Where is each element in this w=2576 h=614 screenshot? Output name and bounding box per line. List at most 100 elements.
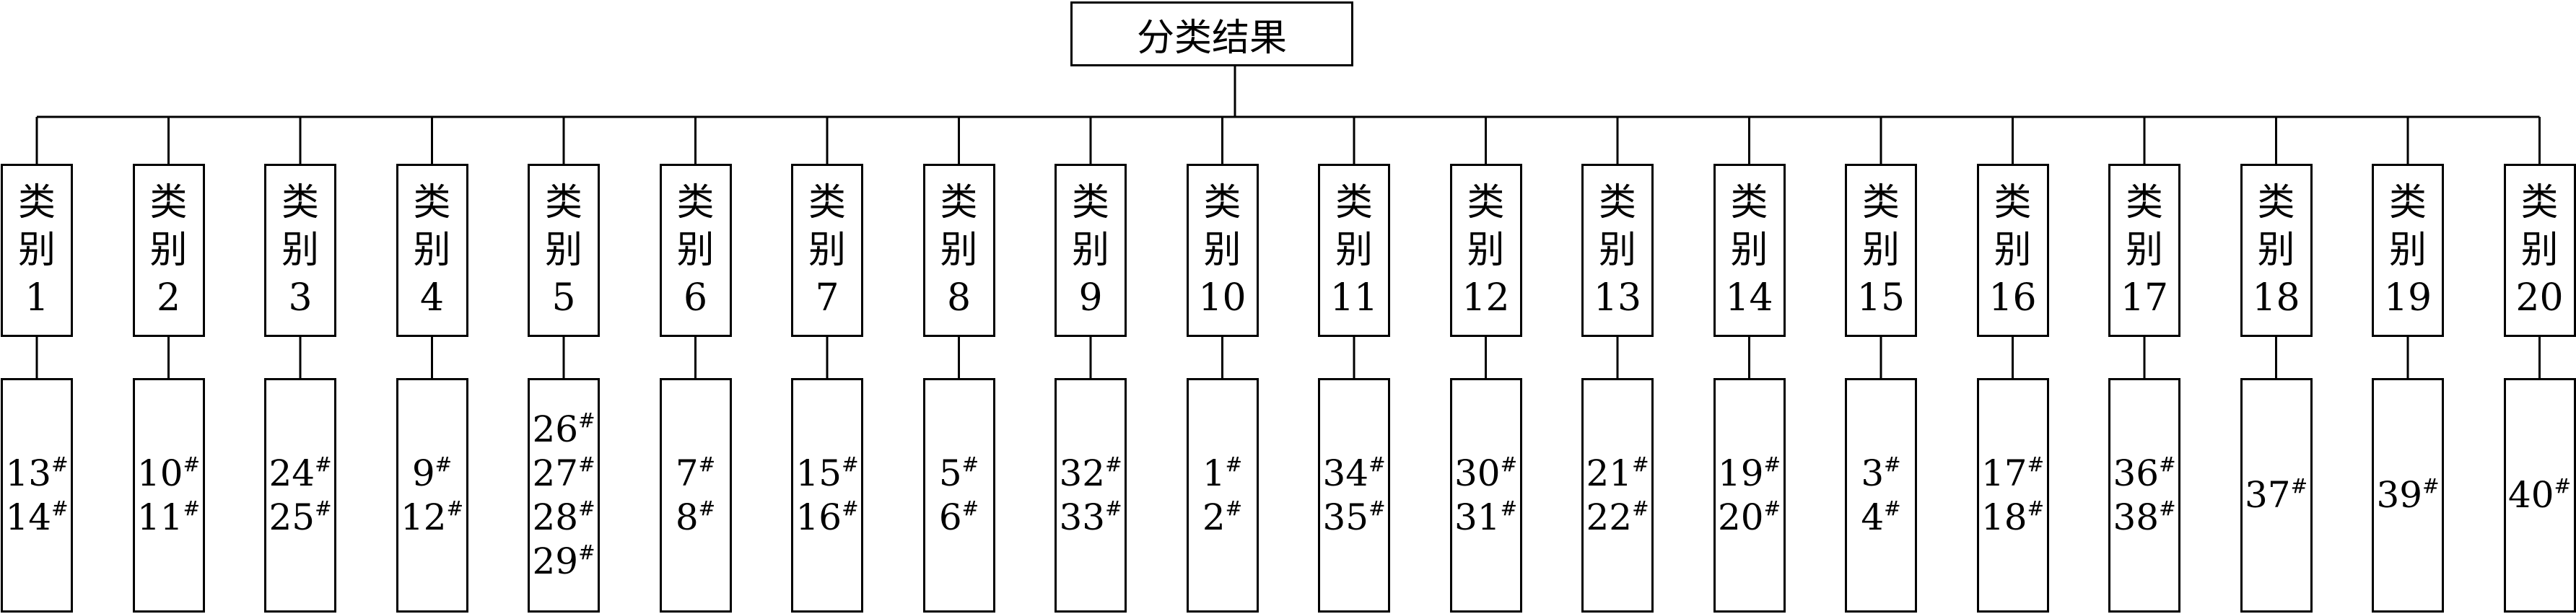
member-number: 32: [1059, 452, 1106, 494]
category-word-char: 别: [2520, 229, 2559, 272]
member-node: 32#33#: [1055, 378, 1127, 613]
member-number: 26: [532, 408, 579, 450]
member-number: 15: [795, 452, 842, 494]
member-number: 13: [5, 452, 52, 494]
category-word-char: 别: [2388, 229, 2427, 272]
member-label: 22#: [1586, 496, 1649, 540]
member-number: 40: [2507, 474, 2554, 516]
member-suffix: #: [842, 496, 859, 520]
category-word-char: 类: [1730, 181, 1768, 224]
category-word-char: 类: [2520, 181, 2559, 224]
member-number: 31: [1454, 496, 1501, 538]
category-number: 13: [1593, 276, 1642, 320]
member-label: 26#: [532, 408, 595, 452]
member-number: 9: [411, 452, 435, 494]
member-suffix: #: [698, 496, 716, 520]
member-node: 26#27#28#29#: [528, 378, 600, 613]
member-label: 3#: [1861, 452, 1900, 496]
member-suffix: #: [1884, 452, 1901, 476]
member-label: 15#: [795, 452, 858, 496]
member-label: 32#: [1059, 452, 1122, 496]
member-label: 4#: [1861, 496, 1900, 540]
member-label: 14#: [5, 496, 68, 540]
member-label: 19#: [1718, 452, 1781, 496]
member-suffix: #: [1763, 496, 1781, 520]
member-node: 7#8#: [659, 378, 732, 613]
root-node: 分类结果: [1070, 1, 1353, 66]
member-suffix: #: [961, 496, 979, 520]
category-word-char: 类: [1071, 181, 1109, 224]
member-label: 40#: [2508, 473, 2571, 517]
member-number: 17: [1981, 452, 2027, 494]
category-word-char: 类: [676, 181, 715, 224]
member-number: 4: [1861, 496, 1885, 538]
category-word-char: 别: [676, 229, 715, 272]
category-word-char: 别: [281, 229, 319, 272]
member-number: 36: [2113, 452, 2160, 494]
category-number: 7: [815, 276, 839, 320]
member-node: 5#6#: [922, 378, 995, 613]
category-number: 4: [419, 276, 445, 320]
member-suffix: #: [1632, 496, 1649, 520]
member-suffix: #: [1763, 452, 1781, 476]
member-label: 38#: [2113, 496, 2175, 540]
member-suffix: #: [435, 452, 453, 476]
member-label: 29#: [532, 540, 595, 584]
member-number: 38: [2113, 496, 2160, 538]
member-suffix: #: [1368, 452, 1386, 476]
member-label: 36#: [2113, 452, 2175, 496]
member-suffix: #: [578, 496, 595, 520]
member-label: 39#: [2376, 473, 2439, 517]
member-node: 15#16#: [791, 378, 863, 613]
member-label: 17#: [1981, 452, 2044, 496]
category-word-char: 别: [1467, 229, 1505, 272]
member-suffix: #: [2159, 452, 2176, 476]
member-node: 3#4#: [1845, 378, 1917, 613]
member-suffix: #: [2290, 474, 2308, 498]
member-label: 30#: [1454, 452, 1517, 496]
category-word-char: 类: [1467, 181, 1505, 224]
member-node: 13#14#: [1, 378, 73, 613]
member-suffix: #: [315, 452, 332, 476]
category-word-char: 别: [2257, 229, 2295, 272]
member-label: 16#: [795, 496, 858, 540]
category-number: 10: [1198, 276, 1246, 320]
member-suffix: #: [1105, 496, 1122, 520]
category-word-char: 别: [544, 229, 582, 272]
category-word-char: 类: [281, 181, 319, 224]
member-label: 1#: [1202, 452, 1242, 496]
member-label: 5#: [939, 452, 979, 496]
category-number: 17: [2120, 276, 2169, 320]
member-node: 24#25#: [264, 378, 336, 613]
member-label: 24#: [268, 452, 331, 496]
member-label: 33#: [1059, 496, 1122, 540]
member-label: 27#: [532, 452, 595, 496]
category-word-char: 别: [1994, 229, 2032, 272]
category-word-char: 类: [940, 181, 978, 224]
member-suffix: #: [1105, 452, 1122, 476]
category-word-char: 类: [413, 181, 451, 224]
category-word-char: 类: [808, 181, 846, 224]
member-number: 11: [136, 496, 183, 538]
category-word-char: 类: [1598, 181, 1636, 224]
member-number: 21: [1586, 452, 1633, 494]
category-word-char: 别: [940, 229, 978, 272]
member-number: 30: [1454, 452, 1501, 494]
member-suffix: #: [51, 496, 69, 520]
member-node: 40#: [2503, 378, 2576, 613]
member-node: 34#35#: [1318, 378, 1390, 613]
member-suffix: #: [1500, 452, 1518, 476]
member-suffix: #: [183, 452, 201, 476]
member-label: 6#: [939, 496, 979, 540]
member-suffix: #: [2554, 474, 2572, 498]
category-number: 14: [1725, 276, 1773, 320]
category-word-char: 类: [2125, 181, 2163, 224]
